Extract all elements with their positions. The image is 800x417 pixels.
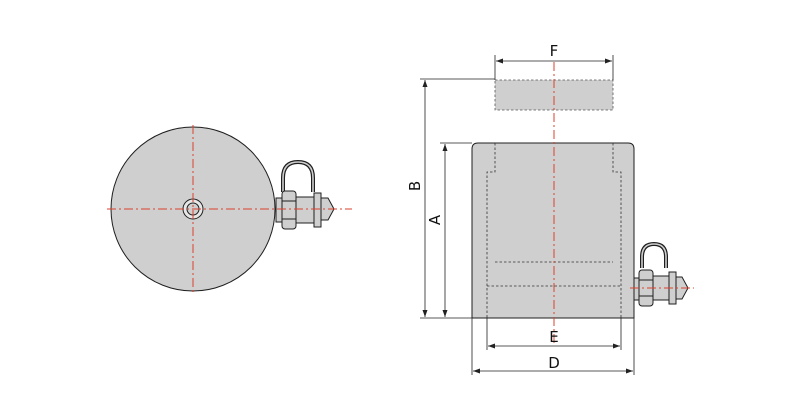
hidden-plunger-outline xyxy=(486,143,496,318)
coupler-body xyxy=(295,196,315,224)
dimension-label-d: D xyxy=(548,354,560,372)
coupler-top-view xyxy=(275,159,335,230)
coupler-hex-nut xyxy=(281,190,297,230)
dimension-label-b: B xyxy=(406,181,424,191)
coupler-handle-loop xyxy=(281,159,315,192)
dimension-label-a: A xyxy=(426,214,444,225)
coupler-collar xyxy=(275,197,283,223)
dimension-label-f: F xyxy=(550,42,559,60)
cylinder-body xyxy=(471,142,635,319)
dimension-label-e: E xyxy=(549,328,558,346)
top-view xyxy=(107,125,352,293)
coupler-side-view xyxy=(633,241,689,307)
coupler-ring xyxy=(313,192,322,228)
side-view: F E D B A xyxy=(406,42,694,375)
coupler-tip xyxy=(320,197,335,221)
